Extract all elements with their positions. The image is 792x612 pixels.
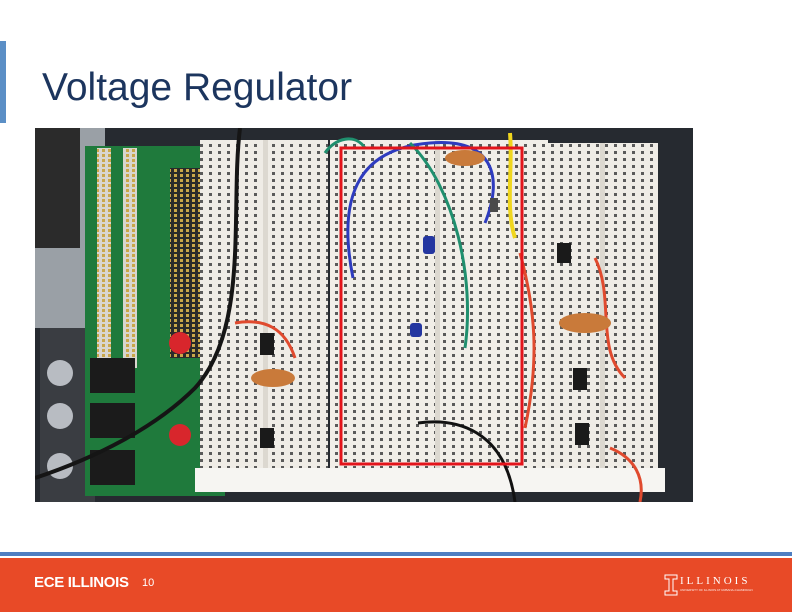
logo-subtext: UNIVERSITY OF ILLINOIS AT URBANA-CHAMPAI… — [680, 588, 753, 592]
page-number: 10 — [142, 577, 155, 589]
breadboard-photo — [35, 128, 693, 502]
footer-divider — [0, 552, 792, 556]
slide-title: Voltage Regulator — [42, 66, 353, 109]
illinois-logo: ILLINOIS UNIVERSITY OF ILLINOIS AT URBAN… — [664, 574, 760, 598]
footer-bar: ECE ILLINOIS 10 ILLINOIS UNIVERSITY OF I… — [0, 558, 792, 612]
footer-brand: ECE ILLINOIS — [34, 574, 129, 591]
logo-wordmark: ILLINOIS — [680, 575, 751, 587]
block-i-icon — [664, 574, 678, 596]
title-accent-bar — [0, 41, 6, 123]
